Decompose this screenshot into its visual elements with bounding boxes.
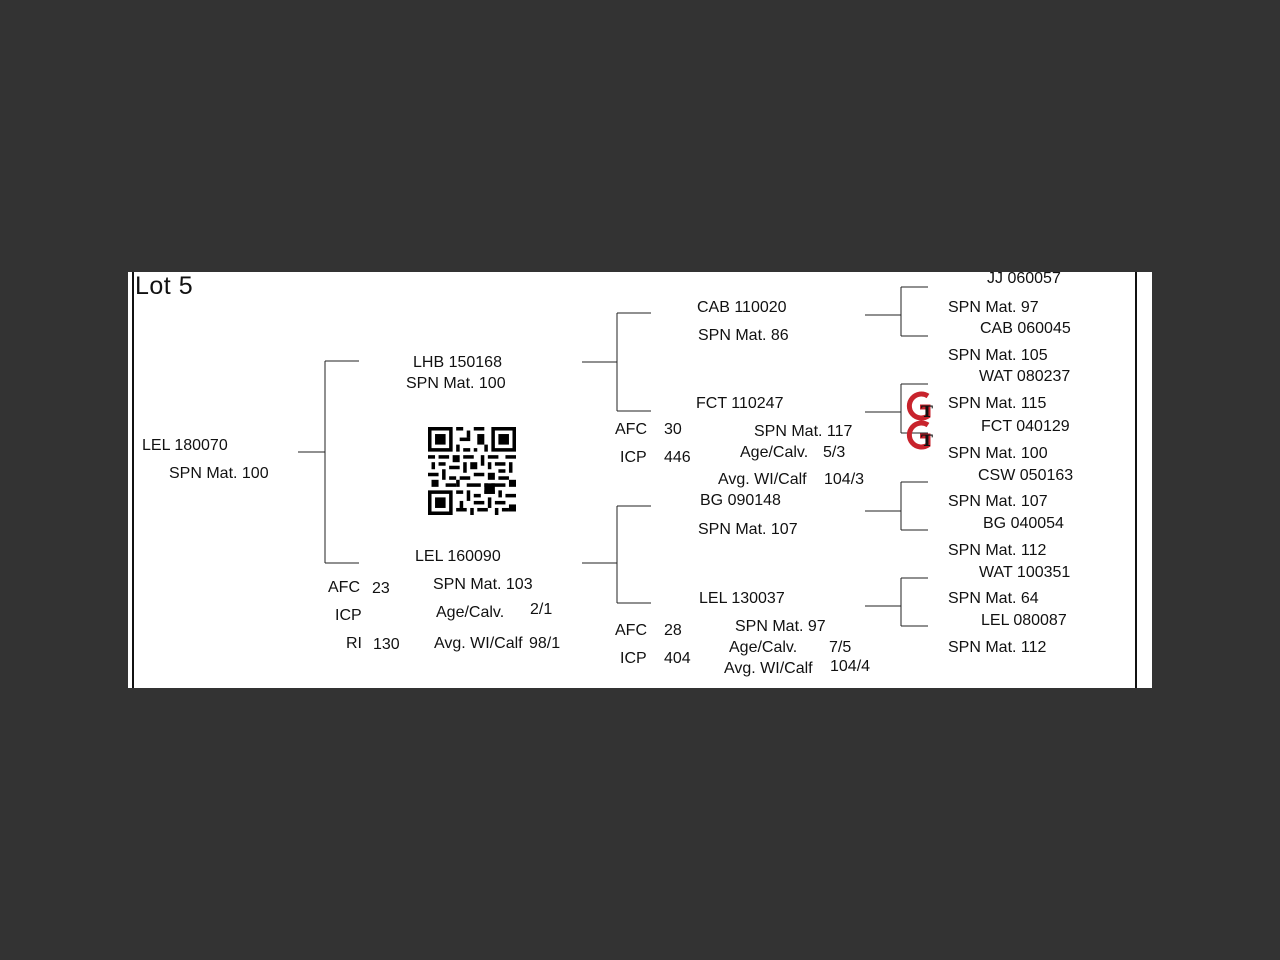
sire-dam-afc-value: 30 <box>664 421 682 438</box>
sire-dam-age-label: Age/Calv. <box>740 444 809 461</box>
gen4-0-id: JJ 060057 <box>987 272 1061 287</box>
gen4-7-id: LEL 080087 <box>981 612 1067 629</box>
dam-sire-id: BG 090148 <box>700 492 781 509</box>
gen4-2-mat: SPN Mat. 115 <box>948 395 1047 412</box>
dam-avg-label: Avg. WI/Calf <box>434 635 523 652</box>
qr-code <box>428 427 516 515</box>
dam-age-value: 2/1 <box>530 601 553 618</box>
dam-ri-label: RI <box>346 635 362 652</box>
sire-sire-mat: SPN Mat. 86 <box>698 327 789 344</box>
sire-dam-icp-value: 446 <box>664 449 691 466</box>
dam-dam-id: LEL 130037 <box>699 590 785 607</box>
dam-dam-icp-value: 404 <box>664 650 691 667</box>
left-margin-rule <box>132 272 134 688</box>
sire-dam-avg-value: 104/3 <box>824 471 865 488</box>
pedigree-connector-lines <box>298 286 928 627</box>
gen4-0-mat: SPN Mat. 97 <box>948 299 1039 316</box>
dam-dam-icp-label: ICP <box>620 650 647 667</box>
gen4-1-mat: SPN Mat. 105 <box>948 347 1048 364</box>
sire-sire-id: CAB 110020 <box>697 299 787 316</box>
gen4-3-mat: SPN Mat. 100 <box>948 445 1048 462</box>
gen4-3-id: FCT 040129 <box>981 418 1070 435</box>
dam-dam-avg-value: 104/4 <box>830 658 871 675</box>
dam-afc-label: AFC <box>328 579 360 596</box>
dam-avg-value: 98/1 <box>529 635 561 652</box>
svg-text:T: T <box>921 431 933 450</box>
sire-dam-icp-label: ICP <box>620 449 647 466</box>
dam-id: LEL 160090 <box>415 548 501 565</box>
dam-age-label: Age/Calv. <box>436 604 505 621</box>
gen4-5-mat: SPN Mat. 112 <box>948 542 1047 559</box>
sire-dam-age-value: 5/3 <box>823 444 846 461</box>
dam-dam-age-value: 7/5 <box>829 639 852 656</box>
dam-sire-mat: SPN Mat. 107 <box>698 521 798 538</box>
dam-afc-value: 23 <box>372 580 390 597</box>
dam-mat: SPN Mat. 103 <box>433 576 533 593</box>
gt-logo-icon: T <box>906 420 933 450</box>
dam-ri-value: 130 <box>373 636 400 653</box>
gen4-4-mat: SPN Mat. 107 <box>948 493 1048 510</box>
svg-text:T: T <box>921 402 933 421</box>
gen4-6-id: WAT 100351 <box>979 564 1071 581</box>
sire-dam-mat: SPN Mat. 117 <box>754 423 853 440</box>
dam-dam-age-label: Age/Calv. <box>729 639 798 656</box>
animal-id: LEL 180070 <box>142 437 228 454</box>
dam-dam-afc-value: 28 <box>664 622 682 639</box>
gen4-2-id: WAT 080237 <box>979 368 1071 385</box>
sire-mat: SPN Mat. 100 <box>406 375 506 392</box>
sire-dam-afc-label: AFC <box>615 421 647 438</box>
pedigree-page: Lot 5 LEL 180070 SPN Mat. 100 LHB 150168… <box>128 272 1152 688</box>
animal-mat: SPN Mat. 100 <box>169 465 269 482</box>
gen4-6-mat: SPN Mat. 64 <box>948 590 1039 607</box>
dam-dam-mat: SPN Mat. 97 <box>735 618 826 635</box>
gen4-4-id: CSW 050163 <box>978 467 1074 484</box>
sire-id: LHB 150168 <box>413 354 502 371</box>
gen4-7-mat: SPN Mat. 112 <box>948 639 1047 656</box>
gen4-1-id: CAB 060045 <box>980 320 1071 337</box>
right-margin-rule <box>1135 272 1137 688</box>
sire-dam-avg-label: Avg. WI/Calf <box>718 471 807 488</box>
dam-dam-afc-label: AFC <box>615 622 647 639</box>
lot-title: Lot 5 <box>135 272 194 300</box>
dam-icp-label: ICP <box>335 607 362 624</box>
gt-logo-icon: T <box>906 391 933 421</box>
sire-dam-id: FCT 110247 <box>696 395 784 412</box>
gen4-5-id: BG 040054 <box>983 515 1064 532</box>
dam-dam-avg-label: Avg. WI/Calf <box>724 660 813 677</box>
